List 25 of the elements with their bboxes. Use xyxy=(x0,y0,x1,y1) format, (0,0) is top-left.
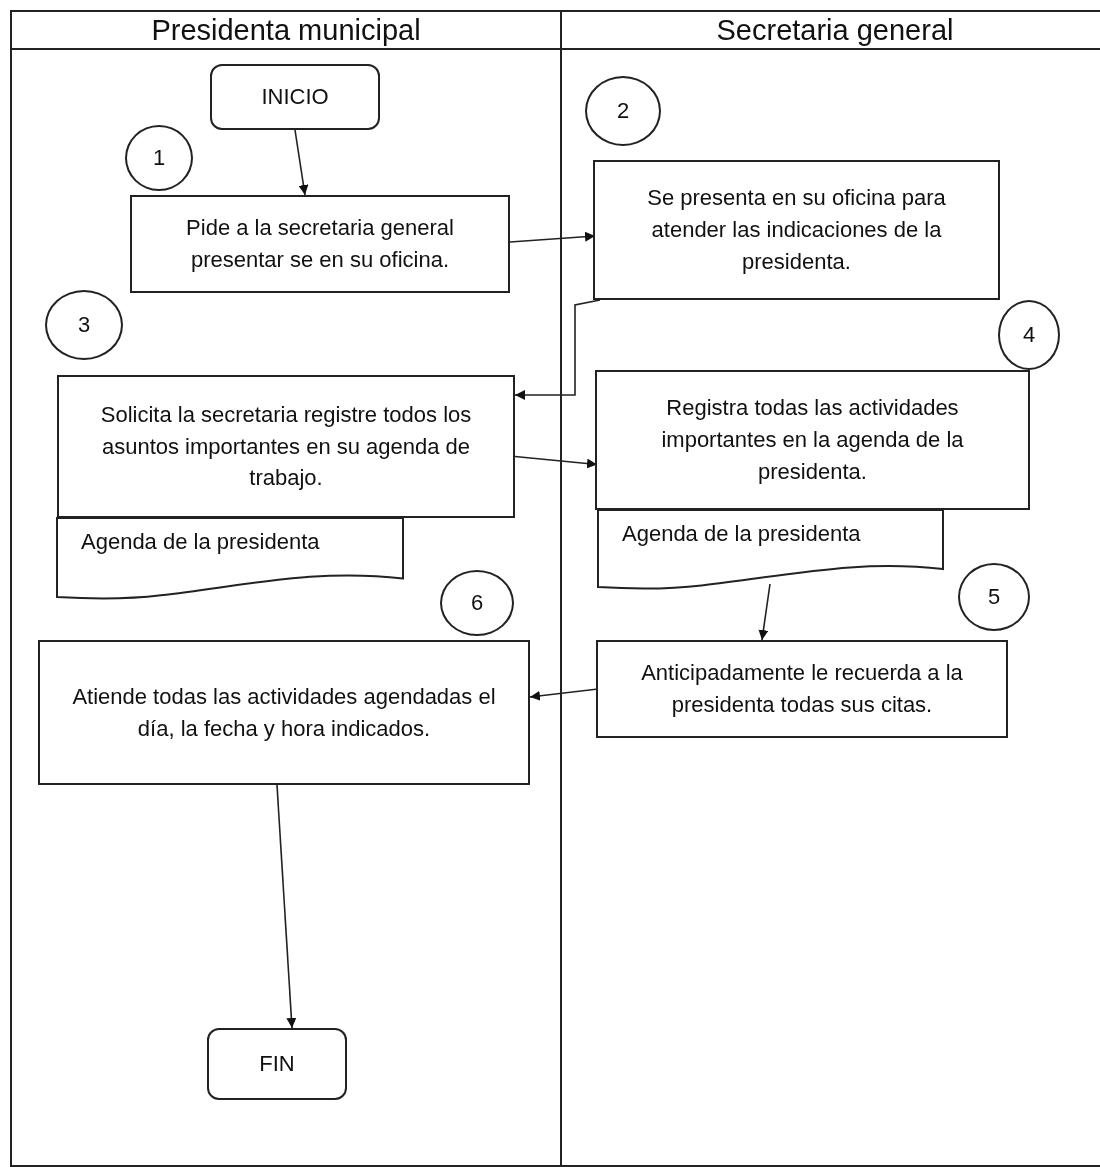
swimlane xyxy=(560,10,1100,1167)
document-shape: Agenda de la presidenta xyxy=(598,510,943,592)
step-number-circle: 4 xyxy=(998,300,1060,370)
arrow xyxy=(276,784,297,1029)
arrow xyxy=(514,455,598,469)
step-number-circle: 5 xyxy=(958,563,1030,631)
step-number-circle: 6 xyxy=(440,570,514,636)
process-box: Pide a la secretaria general presentar se en su oficina. xyxy=(130,195,510,293)
process-box: Se presenta en su oficina para atender las indicaciones de la presidenta. xyxy=(593,160,1000,300)
lane-title: Presidenta municipal xyxy=(12,12,560,50)
swimlane xyxy=(10,10,562,1167)
process-box: Atiende todas las actividades agendadas el día, la fecha y hora indicados. xyxy=(38,640,530,785)
step-number-circle: 3 xyxy=(45,290,123,360)
arrow xyxy=(758,583,771,641)
arrow xyxy=(514,299,601,400)
arrow xyxy=(529,688,599,701)
process-box: Anticipadamente le recuerda a la presidenta todas sus citas. xyxy=(596,640,1008,738)
arrow xyxy=(294,129,309,196)
arrow xyxy=(509,231,596,243)
terminator-box: INICIO xyxy=(210,64,380,130)
step-number-circle: 1 xyxy=(125,125,193,191)
step-number-circle: 2 xyxy=(585,76,661,146)
lane-title: Secretaria general xyxy=(562,12,1100,50)
document-shape: Agenda de la presidenta xyxy=(57,518,403,602)
terminator-box: FIN xyxy=(207,1028,347,1100)
